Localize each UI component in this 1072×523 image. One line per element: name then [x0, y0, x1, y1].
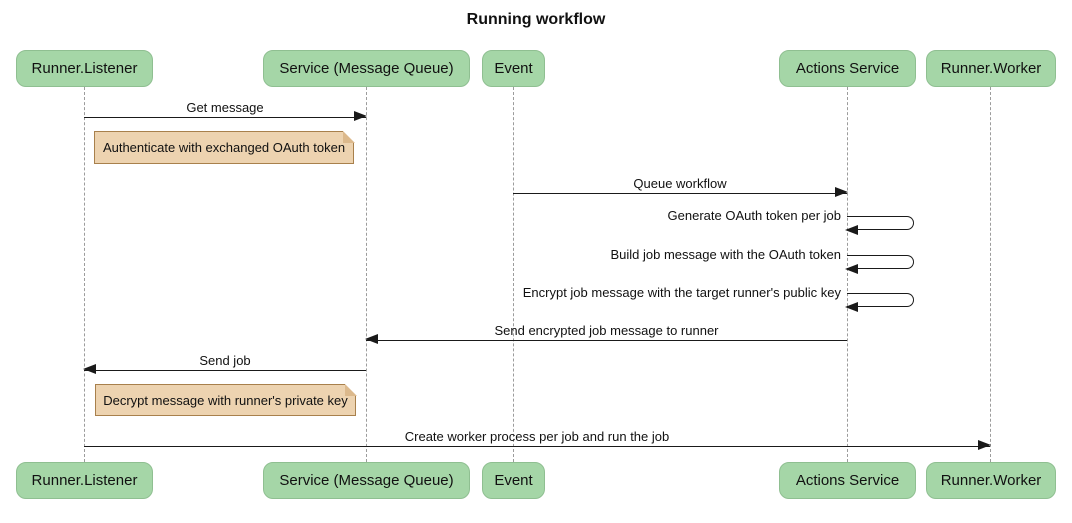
lifeline-actions-service [847, 87, 848, 462]
actor-runner-listener-top: Runner.Listener [16, 50, 153, 87]
self-message-encrypt-job-label: Encrypt job message with the target runn… [522, 285, 841, 300]
arrowhead-left-icon [83, 364, 96, 374]
message-label: Create worker process per job and run th… [404, 429, 670, 444]
message-label: Get message [186, 100, 264, 115]
note-authenticate: Authenticate with exchanged OAuth token [94, 130, 355, 164]
actor-event-bottom: Event [482, 462, 545, 499]
note-text: Authenticate with exchanged OAuth token [102, 140, 346, 155]
message-get-message: Get message [84, 100, 367, 121]
message-queue-workflow: Queue workflow [513, 176, 848, 197]
note-decrypt: Decrypt message with runner's private ke… [95, 383, 357, 416]
actor-service-message-queue-top: Service (Message Queue) [263, 50, 470, 87]
arrowhead-left-icon [845, 264, 858, 274]
message-label: Send job [199, 353, 251, 368]
actor-actions-service-bottom: Actions Service [779, 462, 916, 499]
note-text: Decrypt message with runner's private ke… [103, 392, 348, 408]
lifeline-service-message-queue [366, 87, 367, 462]
arrow-line [83, 364, 366, 374]
actor-runner-worker-bottom: Runner.Worker [926, 462, 1056, 499]
message-create-worker: Create worker process per job and run th… [84, 429, 991, 450]
arrowhead-left-icon [845, 302, 858, 312]
actor-actions-service-top: Actions Service [779, 50, 916, 87]
lifeline-event [513, 87, 514, 462]
arrowhead-right-icon [835, 187, 848, 197]
self-loop-build-job [845, 255, 914, 274]
arrowhead-right-icon [354, 111, 367, 121]
message-send-encrypted-job: Send encrypted job message to runner [365, 323, 847, 344]
actor-event-top: Event [482, 50, 545, 87]
actor-runner-worker-top: Runner.Worker [926, 50, 1056, 87]
arrowhead-right-icon [978, 440, 991, 450]
arrowhead-left-icon [365, 334, 378, 344]
message-label: Queue workflow [633, 176, 727, 191]
message-send-job: Send job [83, 353, 366, 374]
message-label: Send encrypted job message to runner [494, 323, 719, 338]
self-message-build-job-label: Build job message with the OAuth token [610, 247, 841, 262]
self-loop-generate-oauth [845, 216, 914, 235]
arrowhead-left-icon [845, 225, 858, 235]
note-fold-icon [344, 383, 357, 396]
actor-runner-listener-bottom: Runner.Listener [16, 462, 153, 499]
arrow-line [84, 111, 367, 121]
lifeline-runner-listener [84, 87, 85, 462]
self-message-generate-oauth-label: Generate OAuth token per job [667, 208, 841, 223]
arrow-line [365, 334, 847, 344]
lifeline-runner-worker [990, 87, 991, 462]
actor-service-message-queue-bottom: Service (Message Queue) [263, 462, 470, 499]
arrow-line [84, 440, 991, 450]
note-fold-icon [342, 130, 355, 143]
diagram-title: Running workflow [466, 11, 606, 28]
self-loop-encrypt-job [845, 293, 914, 312]
arrow-line [513, 187, 848, 197]
